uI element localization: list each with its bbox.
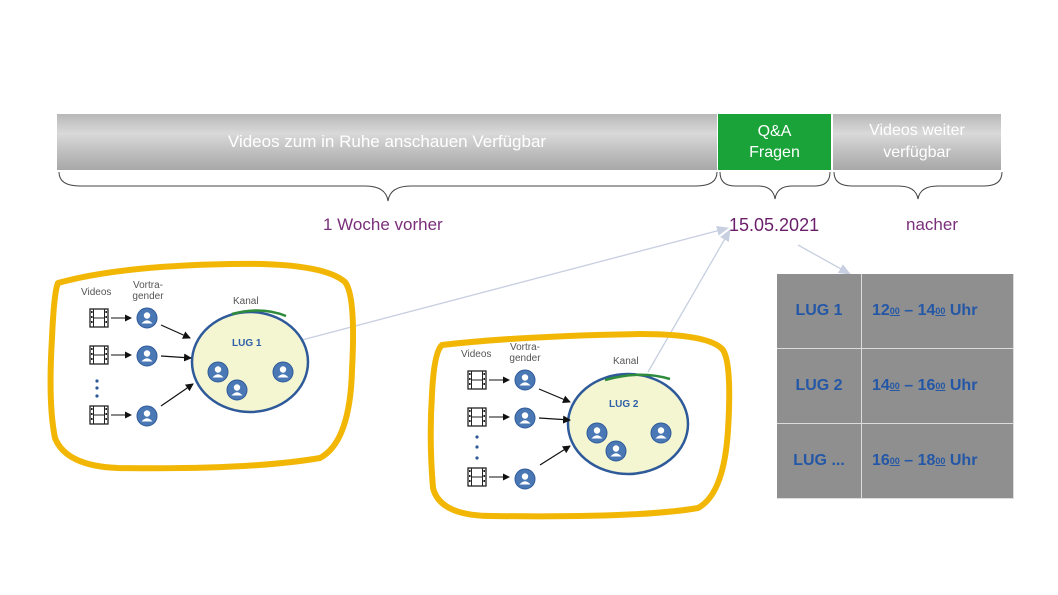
videos-available-label: Videos zum in Ruhe anschauen Verfügbar	[227, 132, 547, 151]
curly-brace-icon	[833, 171, 1003, 200]
curly-brace-icon	[719, 171, 831, 200]
channel-circle	[190, 310, 310, 414]
videos-after-bar: Videos weiter verfügbar	[833, 114, 1001, 170]
person-icon	[650, 422, 672, 444]
group-frame	[427, 331, 733, 520]
time-unit: Uhr	[949, 452, 978, 469]
period-date: 15.05.2021	[729, 215, 820, 235]
film-strip-icon	[467, 407, 487, 427]
film-strip-icon	[89, 345, 109, 365]
group-frame	[47, 260, 357, 472]
videos-label: Videos	[461, 349, 492, 360]
speakers-label-line2: gender	[132, 291, 164, 302]
arrow-icon	[538, 388, 571, 403]
person-icon	[136, 345, 158, 367]
qa-bar: Q&A Fragen	[718, 114, 831, 170]
arrow-icon	[160, 324, 191, 339]
speakers-label: Vortra- gender	[507, 342, 543, 364]
arrow-icon	[160, 353, 192, 362]
person-icon	[586, 422, 608, 444]
person-icon	[226, 379, 248, 401]
time-end-minute: 00	[935, 381, 946, 391]
person-icon	[136, 405, 158, 427]
film-strip-icon	[89, 405, 109, 425]
time-unit: Uhr	[949, 302, 978, 319]
time-start-hour: 16	[872, 452, 890, 469]
time-start-minute: 00	[889, 306, 900, 316]
speakers-label-line1: Vortra-	[132, 280, 163, 291]
lug-label: LUG 2	[609, 399, 639, 410]
time-start-hour: 14	[872, 377, 890, 394]
film-strip-icon	[89, 308, 109, 328]
channel-arc	[604, 373, 671, 382]
person-icon	[514, 407, 536, 429]
channel-circle	[566, 372, 690, 476]
after-label-line1: Videos weiter	[869, 122, 965, 139]
arrow-icon	[538, 415, 571, 424]
film-strip-icon	[467, 370, 487, 390]
period-before: 1 Woche vorher	[323, 215, 443, 234]
time-start-minute: 00	[889, 381, 900, 391]
person-icon	[514, 369, 536, 391]
time-start-minute: 00	[889, 456, 900, 466]
schedule-name: LUG 1	[777, 274, 862, 349]
time-end-hour: 18	[917, 452, 936, 469]
time-end-minute: 00	[935, 456, 946, 466]
time-end-hour: 16	[917, 377, 936, 394]
person-icon	[514, 468, 536, 490]
qa-label-line1: Q&A	[757, 123, 792, 140]
speakers-label-line2: gender	[509, 353, 541, 364]
time-start-hour: 12	[872, 302, 890, 319]
after-label-line2: verfügbar	[883, 144, 951, 161]
qa-label-line2: Fragen	[749, 144, 800, 161]
arrow-icon	[160, 383, 194, 407]
time-end-minute: 00	[935, 306, 946, 316]
person-icon	[136, 307, 158, 329]
time-end-hour: 14	[917, 302, 936, 319]
time-unit: Uhr	[949, 377, 978, 394]
channel-label: Kanal	[233, 296, 259, 307]
speakers-label: Vortra- gender	[130, 280, 166, 302]
speakers-label-line1: Vortra-	[509, 342, 540, 353]
person-icon	[207, 361, 229, 383]
schedule-name: LUG ...	[777, 424, 862, 499]
videos-label: Videos	[81, 287, 112, 298]
channel-arc	[231, 309, 287, 318]
person-icon	[272, 361, 294, 383]
lug-label: LUG 1	[232, 338, 262, 349]
period-after: nacher	[906, 215, 958, 234]
videos-available-bar: Videos zum in Ruhe anschauen Verfügbar	[57, 114, 717, 170]
film-strip-icon	[467, 467, 487, 487]
channel-label: Kanal	[613, 356, 639, 367]
curly-brace-icon	[58, 171, 718, 202]
person-icon	[605, 440, 627, 462]
arrow-icon	[539, 445, 571, 466]
schedule-name: LUG 2	[777, 349, 862, 424]
